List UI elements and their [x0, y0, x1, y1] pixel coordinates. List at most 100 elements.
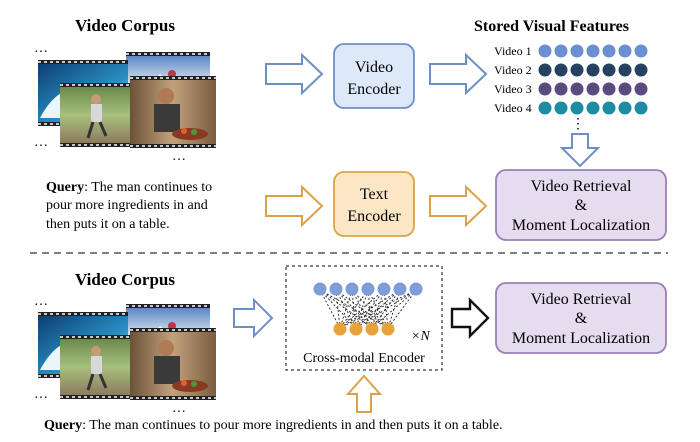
- feature-dot: [602, 101, 616, 115]
- arrow-query-to-cross-modal: [345, 374, 383, 413]
- bottom-retrieval-box: Video Retrieval & Moment Localization: [495, 282, 667, 354]
- feature-dot: [554, 82, 568, 96]
- stored-features-title: Stored Visual Features: [474, 18, 629, 35]
- cross-modal-connection: [319, 289, 341, 329]
- bottom-video-collage: … … …: [34, 294, 216, 416]
- cross-modal-connections: [319, 289, 417, 329]
- video-3-label: Video 3: [494, 82, 532, 96]
- feature-dot: [634, 44, 648, 58]
- cross-modal-label: Cross-modal Encoder: [303, 351, 425, 366]
- cross-modal-connection: [355, 289, 417, 329]
- feature-dot: [602, 63, 616, 77]
- cross-modal-connection: [387, 289, 417, 329]
- feature-dot: [570, 63, 584, 77]
- feature-dot: [602, 82, 616, 96]
- ellipsis: …: [172, 401, 186, 416]
- top-retrieval-line1: Video Retrieval: [531, 178, 632, 195]
- ellipsis: …: [34, 294, 48, 309]
- cross-modal-nodes: [313, 282, 423, 336]
- feature-dot: [554, 63, 568, 77]
- bottom-query-text: : The man continues to pour more ingredi…: [82, 418, 502, 433]
- top-retrieval-box: Video Retrieval & Moment Localization: [495, 169, 667, 241]
- feature-dots: [538, 44, 648, 115]
- text-token-node: [381, 322, 395, 336]
- cross-modal-connection: [335, 289, 373, 329]
- cross-modal-connection: [335, 289, 357, 329]
- bottom-query-label: Query: [44, 418, 82, 433]
- ellipsis: …: [34, 135, 48, 150]
- cross-modal-connection: [355, 289, 385, 329]
- feature-dot: [602, 44, 616, 58]
- bottom-retrieval-line3: Moment Localization: [512, 330, 650, 347]
- cross-modal-connection: [319, 289, 357, 329]
- feature-dot: [586, 63, 600, 77]
- vertical-ellipsis: ⋮: [571, 117, 585, 132]
- video-encoder-box: Video Encoder: [333, 43, 415, 109]
- visual-token-node: [377, 282, 391, 296]
- times-n-label: ×N: [411, 329, 430, 344]
- text-encoder-box: Text Encoder: [333, 171, 415, 237]
- feature-dot: [554, 101, 568, 115]
- text-encoder-label-line2: Encoder: [347, 208, 401, 225]
- feature-dot: [586, 44, 600, 58]
- text-token-node: [333, 322, 347, 336]
- visual-token-node: [329, 282, 343, 296]
- bottom-retrieval-line1: Video Retrieval: [531, 291, 632, 308]
- video-encoder-label-line2: Encoder: [347, 81, 401, 98]
- feature-dot: [634, 63, 648, 77]
- cross-modal-connection: [339, 289, 385, 329]
- cross-modal-connection: [371, 289, 401, 329]
- cross-modal-connection: [371, 289, 417, 329]
- text-token-node: [349, 322, 363, 336]
- feature-dot: [554, 44, 568, 58]
- cross-modal-connection: [387, 289, 401, 329]
- visual-token-node: [361, 282, 375, 296]
- cross-modal-connection: [355, 289, 369, 329]
- film-frame-cooking: [130, 76, 216, 148]
- cross-modal-connection: [339, 289, 353, 329]
- feature-dot: [634, 82, 648, 96]
- feature-dot: [570, 101, 584, 115]
- arrow-text-encoder-to-retrieval: [429, 184, 488, 228]
- feature-dot: [538, 63, 552, 77]
- text-token-node: [365, 322, 379, 336]
- feature-dot: [570, 82, 584, 96]
- bottom-query: Query: The man continues to pour more in…: [44, 418, 503, 433]
- top-corpus-title: Video Corpus: [75, 16, 175, 35]
- top-query-line-1: Query: The man continues to: [46, 180, 212, 195]
- cross-modal-connection: [371, 289, 385, 329]
- cross-modal-connection: [355, 289, 401, 329]
- cross-modal-encoder: ×N Cross-modal Encoder: [285, 265, 443, 371]
- cross-modal-connection: [319, 289, 389, 329]
- ellipsis: …: [172, 149, 186, 164]
- visual-token-node: [409, 282, 423, 296]
- top-retrieval-line3: Moment Localization: [512, 217, 650, 234]
- film-frame-runner: [60, 335, 134, 399]
- top-query-text-1: : The man continues to: [84, 180, 212, 195]
- film-frame-cooking: [130, 328, 216, 400]
- video-encoder-label-line1: Video: [355, 59, 393, 76]
- arrow-video-encoder-to-features: [429, 52, 488, 96]
- ellipsis: …: [34, 387, 48, 402]
- text-encoder-label-line1: Text: [360, 186, 389, 203]
- visual-token-node: [313, 282, 327, 296]
- film-frame-runner: [60, 83, 134, 147]
- top-query-text-3: then puts it on a table.: [46, 217, 170, 232]
- feature-dot: [586, 101, 600, 115]
- feature-dot: [618, 101, 632, 115]
- cross-modal-connection: [339, 289, 401, 329]
- feature-dot: [538, 44, 552, 58]
- top-video-collage: … … …: [34, 41, 216, 164]
- arrow-corpus-to-video-encoder: [265, 52, 324, 96]
- feature-dot: [538, 82, 552, 96]
- feature-dot: [634, 101, 648, 115]
- feature-dot: [586, 82, 600, 96]
- feature-dot: [618, 63, 632, 77]
- feature-dot: [538, 101, 552, 115]
- bottom-corpus-title: Video Corpus: [75, 270, 175, 289]
- arrow-query-to-text-encoder: [265, 184, 324, 228]
- ellipsis: …: [34, 41, 48, 56]
- top-query-text-2: pour more ingredients in and: [46, 198, 208, 213]
- feature-dot: [618, 82, 632, 96]
- feature-dot: [618, 44, 632, 58]
